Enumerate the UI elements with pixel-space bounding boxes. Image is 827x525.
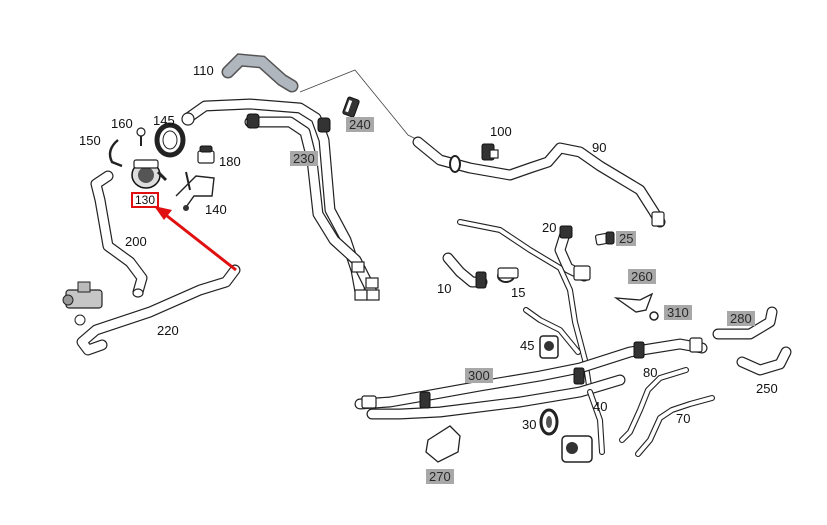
part-140-bracket — [175, 171, 215, 211]
pipe-network — [457, 219, 593, 395]
callout-200: 200 — [125, 234, 147, 249]
callout-80: 80 — [643, 365, 658, 380]
part-160-bolt — [136, 127, 146, 146]
part-180-cap — [197, 145, 215, 164]
hose-300 — [354, 337, 708, 420]
hose-220 — [76, 264, 241, 356]
callout-100: 100 — [490, 124, 512, 139]
part-145-ring — [154, 122, 186, 158]
part-25 — [594, 231, 615, 246]
callout-150: 150 — [79, 133, 101, 148]
part-40 — [561, 389, 605, 463]
callout-270: 270 — [426, 469, 454, 484]
part-45 — [539, 335, 559, 359]
part-270-bracket — [425, 425, 461, 463]
hose-280 — [712, 306, 778, 340]
callout-45: 45 — [520, 338, 535, 353]
callout-220: 220 — [157, 323, 179, 338]
hose-200 — [90, 170, 148, 298]
part-valve — [62, 281, 103, 326]
callout-25: 25 — [616, 231, 637, 246]
hose-110 — [221, 53, 299, 93]
callout-145: 145 — [153, 113, 175, 128]
callout-280: 280 — [727, 311, 755, 326]
part-100-clip — [481, 143, 499, 161]
callout-130: 130 — [131, 192, 160, 208]
part-240 — [342, 96, 360, 118]
hose-90 — [412, 136, 666, 228]
part-10 — [442, 252, 488, 289]
hose-250 — [736, 346, 792, 376]
hose-230 — [181, 98, 380, 301]
callout-30: 30 — [522, 417, 537, 432]
callout-180: 180 — [219, 154, 241, 169]
part-260-bracket — [613, 292, 654, 313]
callout-20: 20 — [542, 220, 557, 235]
callout-250: 250 — [756, 381, 778, 396]
callout-260: 260 — [628, 269, 656, 284]
part-30 — [539, 408, 559, 436]
part-130-pump — [131, 159, 168, 189]
pipe-70 — [635, 395, 715, 457]
callout-40: 40 — [593, 399, 608, 414]
callout-240: 240 — [346, 117, 374, 132]
callout-110: 110 — [193, 63, 214, 78]
part-310-nut — [649, 311, 659, 321]
callout-90: 90 — [592, 140, 607, 155]
callout-140: 140 — [205, 202, 227, 217]
leader-line-110-90 — [299, 69, 419, 141]
callout-310: 310 — [664, 305, 692, 320]
callout-15: 15 — [511, 285, 526, 300]
callout-160: 160 — [111, 116, 133, 131]
part-150-clamp — [108, 139, 123, 168]
part-20 — [554, 225, 591, 282]
callout-230: 230 — [290, 151, 318, 166]
callout-70: 70 — [676, 411, 691, 426]
pipe-80 — [619, 367, 689, 443]
callout-10: 10 — [437, 281, 452, 296]
callout-300: 300 — [465, 368, 493, 383]
part-15 — [497, 267, 519, 283]
highlight-arrow — [154, 206, 237, 272]
